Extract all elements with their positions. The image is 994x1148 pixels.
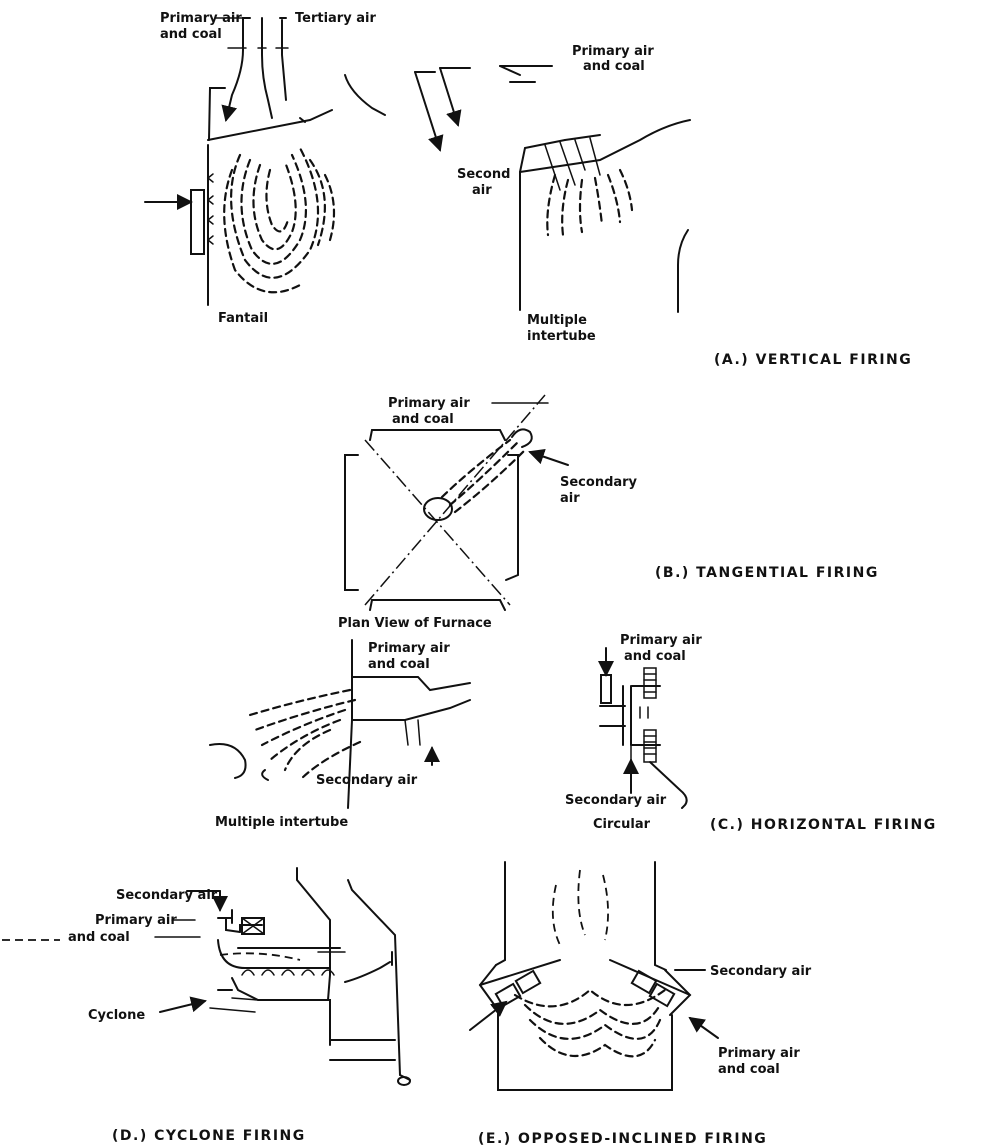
multiple-intertube-vertical-drawing (415, 66, 690, 312)
panel-horizontal-firing: Primary air and coal Secondary air Multi… (210, 633, 937, 833)
label-cyclone-secondary-air: Secondary air (116, 888, 218, 903)
label-second-air-2: air (472, 183, 492, 198)
label-opposed-primary-air-2: and coal (718, 1062, 780, 1077)
caption-vertical-firing: (A.) VERTICAL FIRING (714, 352, 912, 368)
label-horizontal-secondary-air-right: Secondary air (565, 793, 667, 808)
tangential-plan-drawing (345, 395, 568, 610)
caption-horizontal-firing: (C.) HORIZONTAL FIRING (710, 817, 937, 833)
caption-cyclone-firing: (D.) CYCLONE FIRING (112, 1128, 306, 1144)
label-circular: Circular (593, 817, 651, 832)
label-horizontal-primary-air-2: and coal (368, 657, 430, 672)
fantail-burner-drawing (145, 18, 334, 305)
circular-burner-drawing (600, 648, 687, 808)
label-cyclone-primary-air-1: Primary air (95, 913, 177, 928)
label-circular-primary-air-2: and coal (624, 649, 686, 664)
label-multiple-intertube-2: intertube (527, 329, 596, 344)
label-primary-air-coal-2: and coal (160, 27, 222, 42)
caption-opposed-inclined-firing: (E.) OPPOSED-INCLINED FIRING (478, 1131, 767, 1147)
panel-opposed-inclined-firing: Secondary air Primary air and coal (E.) … (470, 862, 812, 1147)
label-opposed-secondary-air: Secondary air (710, 964, 812, 979)
label-opposed-primary-air-1: Primary air (718, 1046, 800, 1061)
label-horizontal-multiple-intertube: Multiple intertube (215, 815, 348, 830)
furnace-nose-arc (345, 75, 385, 115)
opposed-inclined-drawing (470, 862, 690, 1090)
label-fantail: Fantail (218, 311, 268, 326)
panel-vertical-firing: Primary air and coal Tertiary air (145, 11, 912, 368)
label-plan-view: Plan View of Furnace (338, 616, 492, 631)
label-tertiary-air: Tertiary air (295, 11, 376, 26)
label-tangential-primary-air-2: and coal (392, 412, 454, 427)
label-horizontal-secondary-air-left: Secondary air (316, 773, 418, 788)
panel-tangential-firing: Primary air and coal Secondary air Plan … (338, 395, 879, 631)
label-tangential-secondary-air-2: air (560, 491, 580, 506)
label-tangential-primary-air-1: Primary air (388, 396, 470, 411)
label-second-air-1: Second (457, 167, 510, 182)
panel-cyclone-firing: Secondary air Primary air and coal Cyclo… (2, 868, 410, 1144)
label-tangential-secondary-air-1: Secondary (560, 475, 638, 490)
label-circular-primary-air-1: Primary air (620, 633, 702, 648)
label-cyclone-primary-air-2: and coal (68, 930, 130, 945)
label-cyclone: Cyclone (88, 1008, 145, 1023)
caption-tangential-firing: (B.) TANGENTIAL FIRING (655, 565, 879, 581)
label-primary-air-coal-right-2: and coal (583, 59, 645, 74)
label-primary-air-coal-right-1: Primary air (572, 44, 654, 59)
label-multiple-intertube-1: Multiple (527, 313, 587, 328)
label-horizontal-primary-air-1: Primary air (368, 641, 450, 656)
cyclone-drawing (210, 868, 410, 1085)
